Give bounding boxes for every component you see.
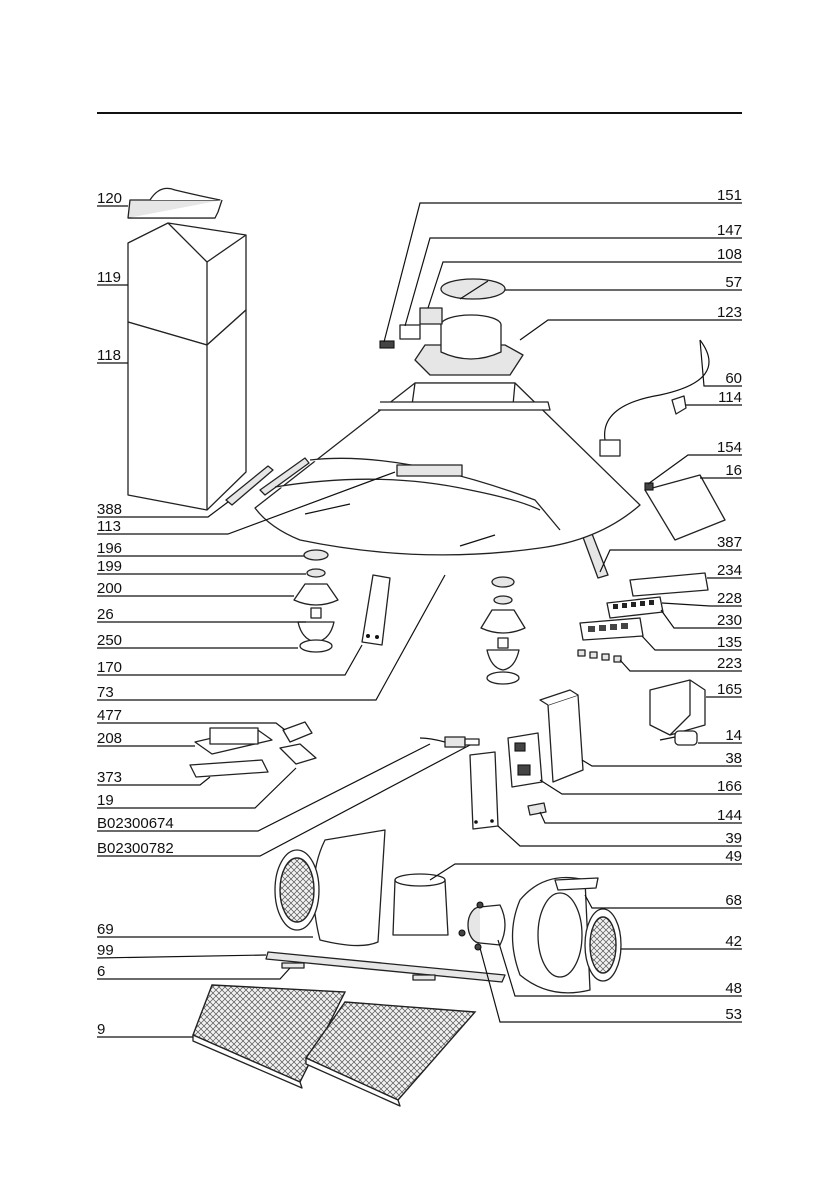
callout-53: 53 <box>725 1006 742 1023</box>
callout-14: 14 <box>725 727 742 744</box>
callout-69: 69 <box>97 921 114 938</box>
callout-151: 151 <box>717 187 742 204</box>
part-light-set-right <box>481 577 525 684</box>
callout-208: 208 <box>97 730 122 747</box>
callout-199: 199 <box>97 558 122 575</box>
callout-120: 120 <box>97 190 122 207</box>
callout-B02300674: B02300674 <box>97 815 174 832</box>
part-impeller <box>393 874 448 935</box>
callout-114: 114 <box>718 389 742 406</box>
part-cover-plate <box>470 752 498 829</box>
callout-165: 165 <box>717 681 742 698</box>
part-switch <box>528 803 546 815</box>
part-mounting-plate <box>645 475 725 540</box>
callout-147: 147 <box>717 222 742 239</box>
callout-196: 196 <box>97 540 122 557</box>
callout-135: 135 <box>717 634 742 651</box>
callout-154: 154 <box>717 439 742 456</box>
part-light-set-left <box>294 550 338 652</box>
part-grease-filters <box>193 985 475 1106</box>
callout-166: 166 <box>717 778 742 795</box>
callout-60: 60 <box>725 370 742 387</box>
callout-119: 119 <box>97 269 121 286</box>
callout-373: 373 <box>97 769 122 786</box>
part-blower-housing-right <box>513 878 622 993</box>
callout-99: 99 <box>97 942 114 959</box>
part-terminal-block <box>380 308 442 348</box>
callout-113: 113 <box>97 518 121 535</box>
callout-48: 48 <box>725 980 742 997</box>
part-bracket-strip <box>362 575 390 645</box>
callout-B02300782: B02300782 <box>97 840 174 857</box>
part-circuit-board <box>508 733 542 787</box>
callout-26: 26 <box>97 606 114 623</box>
part-chimney-cap <box>128 188 222 218</box>
part-electrical-box <box>650 680 705 735</box>
part-cord-clip <box>672 396 686 414</box>
callout-170: 170 <box>97 659 122 676</box>
callout-108: 108 <box>717 246 742 263</box>
part-power-cord <box>600 340 709 456</box>
callout-38: 38 <box>725 750 742 767</box>
callout-234: 234 <box>717 562 742 579</box>
callout-49: 49 <box>725 848 742 865</box>
callout-228: 228 <box>717 590 742 607</box>
callout-73: 73 <box>97 684 114 701</box>
callout-19: 19 <box>97 792 114 809</box>
callout-42: 42 <box>725 933 742 950</box>
part-backdraft-flap <box>441 279 505 299</box>
part-lower-chimney <box>128 310 246 510</box>
part-blower-housing-left <box>275 830 385 946</box>
callout-230: 230 <box>717 612 742 629</box>
callout-118: 118 <box>97 347 121 364</box>
callout-57: 57 <box>725 274 742 291</box>
callout-144: 144 <box>717 807 742 824</box>
part-hood-canopy <box>255 383 640 555</box>
part-control-panel <box>578 573 708 662</box>
callout-6: 6 <box>97 963 105 980</box>
callout-16: 16 <box>725 462 742 479</box>
callout-9: 9 <box>97 1021 105 1038</box>
callout-68: 68 <box>725 892 742 909</box>
callout-223: 223 <box>717 655 742 672</box>
part-switch-housing <box>540 690 583 782</box>
callout-388: 388 <box>97 501 122 518</box>
callout-387: 387 <box>717 534 742 551</box>
callout-39: 39 <box>725 830 742 847</box>
part-transformer-group <box>190 722 316 777</box>
part-motor <box>459 902 505 950</box>
callout-477: 477 <box>97 707 122 724</box>
callout-123: 123 <box>717 304 742 321</box>
callout-250: 250 <box>97 632 122 649</box>
callout-200: 200 <box>97 580 122 597</box>
